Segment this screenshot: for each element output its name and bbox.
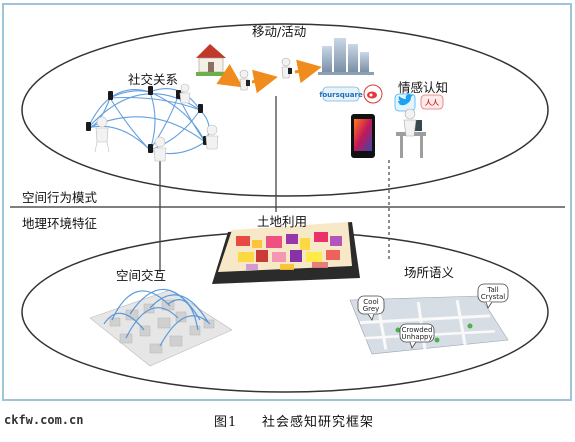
upper-section-label: 空间行为模式	[22, 190, 98, 205]
lower-section-label: 地理环境特征	[22, 216, 98, 231]
emotion-graphic: foursquare 人人	[319, 84, 444, 158]
node-spatial-interaction: 空间交互	[116, 268, 167, 283]
node-land-use: 土地利用	[257, 214, 308, 229]
watermark: ckfw.com.cn	[4, 413, 84, 427]
place-tag-3-line1: Crowded	[402, 326, 433, 334]
place-tag-2-line1: Tall	[486, 286, 498, 294]
node-place-semantics: 场所语义	[404, 265, 455, 280]
node-mobility: 移动/活动	[252, 24, 307, 39]
place-semantics-graphic: Cool Grey Tall Crystal Crowded Unhappy	[349, 283, 509, 355]
upper-ellipse	[21, 23, 549, 197]
figure-title: 社会感知研究框架	[262, 415, 375, 430]
figure-number: 图1	[214, 415, 238, 430]
place-tag-3-line2: Unhappy	[401, 333, 432, 341]
figure-border	[2, 3, 572, 401]
svg-text:foursquare: foursquare	[319, 91, 363, 99]
node-social: 社交关系	[128, 72, 179, 87]
mobility-graphic	[196, 38, 374, 94]
place-tag-2-line2: Crystal	[481, 293, 506, 301]
spatial-interaction-graphic	[89, 288, 233, 367]
svg-text:人人: 人人	[425, 98, 440, 107]
social-network-graphic	[86, 83, 219, 162]
place-tag-1-line2: Grey	[363, 305, 380, 313]
land-use-map	[212, 222, 360, 284]
place-tag-1-line1: Cool	[363, 298, 378, 306]
node-emotion: 情感认知	[398, 80, 449, 95]
